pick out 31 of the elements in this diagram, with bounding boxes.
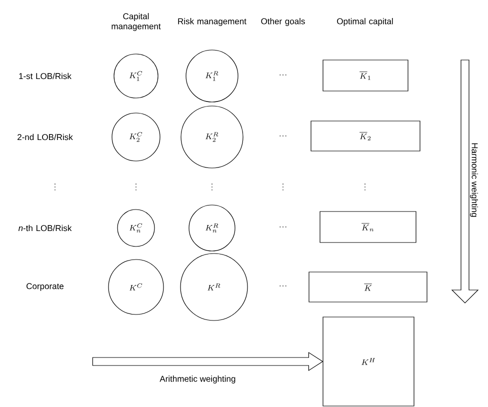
row-label: n-th LOB/Risk xyxy=(18,224,72,232)
capital-box: $\overline{K}_1$ xyxy=(322,60,408,92)
ellipsis: ⋯ xyxy=(280,74,286,76)
arrow-label: Harmonic weighting xyxy=(470,143,478,217)
column-header: Other goals xyxy=(261,18,305,26)
circle-node: $K_2^R$ xyxy=(180,106,244,168)
ellipsis: ⋯ xyxy=(280,285,286,286)
ellipsis: ⋮ xyxy=(282,184,284,190)
circle-node: $K_1^C$ xyxy=(114,54,158,98)
circle-node: $K_2^C$ xyxy=(112,112,160,162)
capital-box: $\overline{K}_2$ xyxy=(310,120,420,152)
circle-node: $K^R$ xyxy=(180,253,248,321)
row-label: 1-st LOB/Risk xyxy=(19,72,72,80)
row-label: 2-nd LOB/Risk xyxy=(18,134,73,140)
capital-box: $\overline{K}_n$ xyxy=(320,211,416,243)
circle-node: $K_n^R$ xyxy=(188,204,236,252)
row-label: Corporate xyxy=(26,283,64,291)
ellipsis: ⋯ xyxy=(280,226,286,228)
capital-box: $\overline{K}$ xyxy=(308,272,428,302)
ellipsis: ⋯ xyxy=(280,135,286,136)
ellipsis: ⋮ xyxy=(364,184,366,190)
ellipsis: ⋮ xyxy=(54,184,56,190)
column-header: Risk management xyxy=(178,18,246,26)
column-header: Optimal capital xyxy=(337,18,393,26)
edge-label: Arithmetic weighting xyxy=(160,376,236,384)
circle-node: $K_1^R$ xyxy=(186,50,238,102)
capital-box: $K^H$ xyxy=(322,316,414,406)
block-arrow xyxy=(92,352,324,372)
circle-node: $K^C$ xyxy=(108,259,164,315)
column-header: Capital management xyxy=(112,13,161,31)
circle-node: $K_n^C$ xyxy=(117,209,155,247)
